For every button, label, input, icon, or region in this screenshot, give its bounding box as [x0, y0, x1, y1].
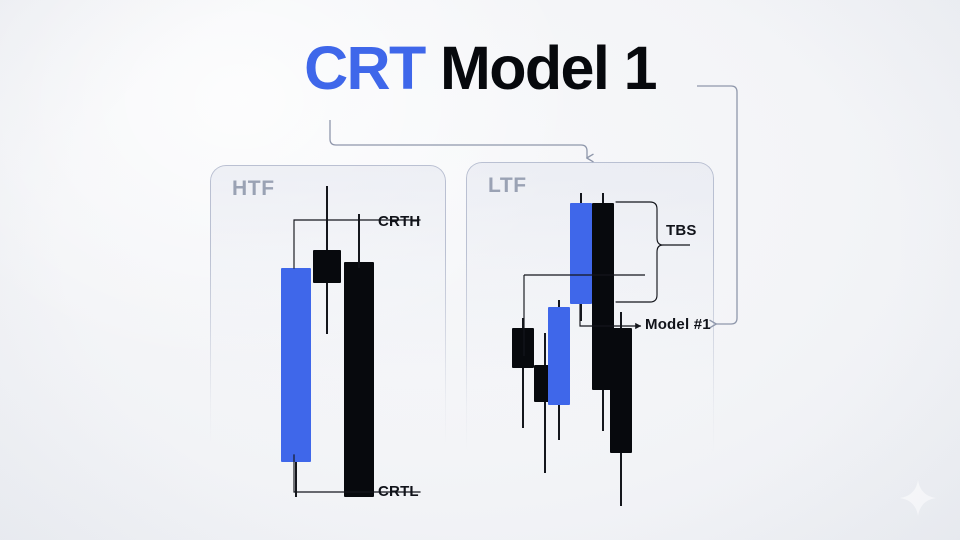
htf-candle-1 — [313, 186, 341, 336]
ltf-candle-0-wick — [522, 318, 524, 428]
htf-candle-0-body — [281, 268, 311, 462]
htf-candle-2 — [344, 214, 374, 499]
annotation-crth: CRTH — [378, 213, 421, 230]
connector-title-to-ltf — [329, 120, 594, 163]
htf-candle-0 — [281, 226, 311, 501]
panel-htf-label: HTF — [232, 177, 275, 200]
ltf-candle-3-body — [570, 203, 592, 304]
panel-ltf-label: LTF — [488, 174, 527, 197]
ltf-candle-5 — [610, 312, 632, 508]
sparkle-icon — [900, 480, 936, 516]
title-main: Model 1 — [440, 34, 657, 102]
page-title: CRT Model 1 — [0, 36, 960, 100]
ltf-candle-3 — [570, 193, 592, 323]
ltf-candle-2 — [548, 300, 570, 442]
title-accent: CRT — [304, 34, 426, 102]
ltf-candle-0-body — [512, 328, 534, 368]
htf-candle-1-body — [313, 250, 341, 283]
htf-candle-2-body — [344, 262, 374, 497]
annotation-tbs: TBS — [666, 222, 697, 239]
ltf-candle-5-body — [610, 328, 632, 453]
annotation-model-1: Model #1 — [645, 316, 711, 333]
panel-htf-fill — [210, 165, 446, 455]
ltf-candle-1-wick — [544, 333, 546, 473]
ltf-candle-4-body — [592, 203, 614, 390]
ltf-candle-2-body — [548, 307, 570, 405]
annotation-crtl: CRTL — [378, 483, 419, 500]
panel-htf: HTF — [210, 165, 446, 455]
ltf-candle-0 — [512, 318, 534, 430]
